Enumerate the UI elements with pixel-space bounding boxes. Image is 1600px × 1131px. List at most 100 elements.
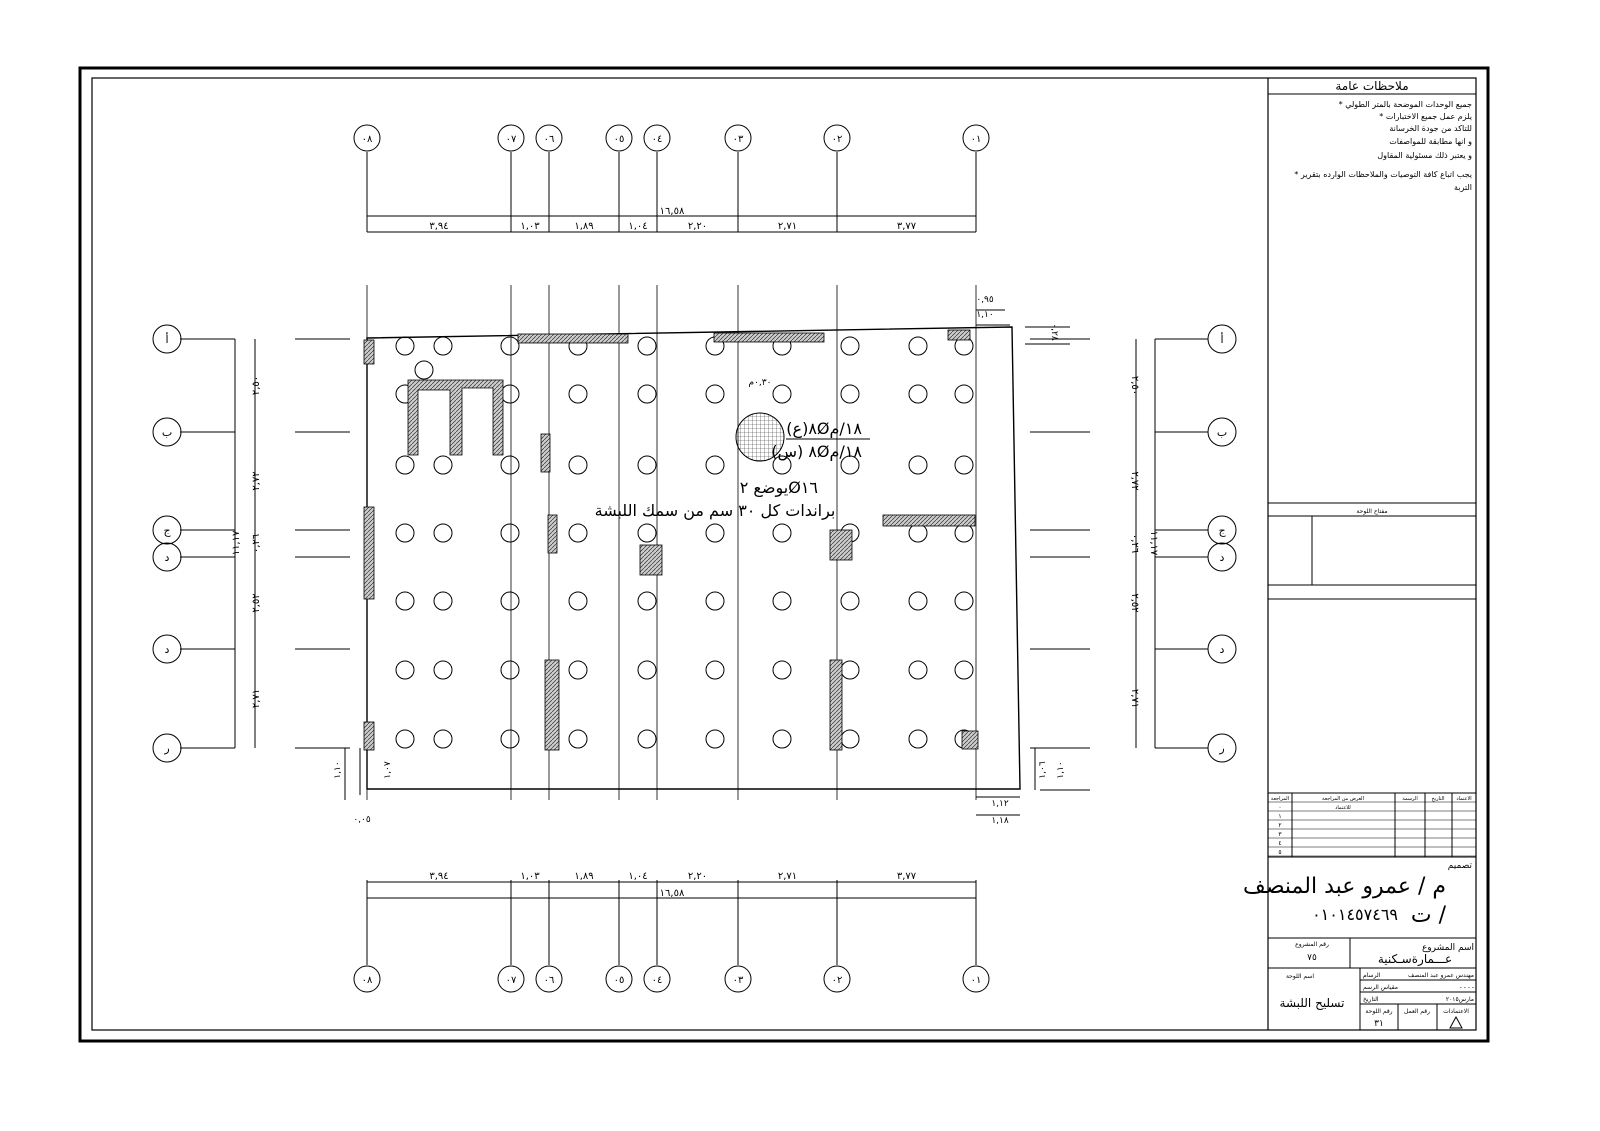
sheet-name-label: اسم اللوحة xyxy=(1286,973,1314,980)
row-label-right: د xyxy=(1220,551,1225,564)
top-rebar-label: (ع)٨Ø١٨/م xyxy=(786,419,862,439)
grid-bubble xyxy=(643,124,671,152)
wall-core xyxy=(713,332,825,343)
dimension-segment: ٣,٧٧ xyxy=(897,871,917,882)
pile xyxy=(705,384,725,404)
wall-core xyxy=(961,730,979,750)
grid-bubble xyxy=(152,542,182,572)
pile xyxy=(954,384,974,404)
chairs-label: براندات كل ٣٠ سم من سمك اللبشة xyxy=(595,501,836,521)
wall-core xyxy=(947,329,971,341)
revision-header: الاعتماد xyxy=(1456,796,1471,802)
grid-bubble xyxy=(823,124,851,152)
row-label-left: ر xyxy=(163,742,169,755)
pile xyxy=(414,360,434,380)
pile xyxy=(500,336,520,356)
section-cut-symbol xyxy=(735,412,785,462)
grid-bubble xyxy=(962,124,990,152)
dimension-segment: ٢,٥٢ xyxy=(1129,593,1140,612)
pile xyxy=(840,384,860,404)
dimension-segment: ٢,٥٠ xyxy=(1129,376,1140,395)
pile xyxy=(772,660,792,680)
dimension-segment: ١,٠٣ xyxy=(520,871,540,882)
notes-title: ملاحظات عامة xyxy=(1335,79,1408,93)
column-label-bottom: ٠٦ xyxy=(544,975,555,986)
design-block: تصميم م / عمرو عبد المنصف ت / ٠١٠١٤٥٧٤٦٩… xyxy=(1243,856,1476,1030)
grid-bubble xyxy=(605,965,633,993)
pile xyxy=(433,660,453,680)
grid-bubble xyxy=(1207,515,1237,545)
grid-bubble xyxy=(152,417,182,447)
pile xyxy=(840,660,860,680)
pile xyxy=(395,591,415,611)
pile xyxy=(637,455,657,475)
misc-dimension: ١,١٠ xyxy=(333,761,343,778)
elevator-core-walls xyxy=(407,379,504,456)
column-label-top: ٠٣ xyxy=(733,134,744,145)
pile xyxy=(500,729,520,749)
misc-dimension: ٠,٠٥ xyxy=(353,815,371,825)
pile xyxy=(840,455,860,475)
bottom-rebar-label: (س) ٨Ø١٨/م xyxy=(771,442,862,461)
pile xyxy=(395,660,415,680)
note-line: * جميع الوحدات الموضحة بالمتر الطولي xyxy=(1339,100,1472,109)
revision-header: الرسمة xyxy=(1402,796,1417,802)
date-label: التاريخ xyxy=(1363,996,1379,1003)
grid-bubble xyxy=(1207,324,1237,354)
note-line: * يجب اتباع كافة التوصيات والملاحظات الو… xyxy=(1294,170,1472,179)
grid-bubble xyxy=(497,965,525,993)
pile xyxy=(772,591,792,611)
row-label-right: د xyxy=(1220,643,1225,656)
project-number: ٧٥ xyxy=(1307,953,1317,963)
pile xyxy=(568,455,588,475)
pile xyxy=(908,591,928,611)
note-line: و انها مطابقة للمواصفات xyxy=(1389,137,1472,146)
row-label-right: أ xyxy=(1220,332,1223,346)
project-number-label: رقم المشروع xyxy=(1295,941,1329,948)
dimension-segment: ٢,٧١ xyxy=(251,689,262,708)
key-plan-title: مفتاح اللوحة xyxy=(1356,508,1387,515)
pile xyxy=(395,729,415,749)
dimension-segment: ٢,٧١ xyxy=(1129,689,1140,708)
grid-bubble xyxy=(1207,634,1237,664)
column-label-bottom: ٠٥ xyxy=(614,975,625,986)
dimension-segment: ٢,٥٢ xyxy=(251,593,262,612)
pile xyxy=(568,729,588,749)
dimension-segment: ١,٨٩ xyxy=(574,221,593,232)
grid-bubble xyxy=(605,124,633,152)
wall-core xyxy=(517,333,629,344)
dimension-total: ١١,١٧ xyxy=(1148,531,1159,556)
pile xyxy=(568,523,588,543)
pile xyxy=(840,591,860,611)
revision-number: ٥ xyxy=(1278,849,1281,856)
dimension-total: ١٦,٥٨ xyxy=(660,888,685,899)
pile xyxy=(908,384,928,404)
pile xyxy=(840,336,860,356)
dimension-segment: ٠,٢٦ xyxy=(1129,534,1140,553)
pile xyxy=(637,660,657,680)
pile xyxy=(772,729,792,749)
grid-bubble xyxy=(353,965,381,993)
dimension-segment: ٢,٢٠ xyxy=(688,871,707,882)
revision-header: التاريخ xyxy=(1432,796,1445,802)
pile xyxy=(705,455,725,475)
phone-number: ٠١٠١٤٥٧٤٦٩ xyxy=(1312,905,1398,924)
wall-core xyxy=(540,433,551,473)
scale-label: مقياس الرسم xyxy=(1363,984,1398,991)
extra-bars-label: يوضع ٢Ø١٦ xyxy=(740,478,818,498)
dimension-segment: ٣,٩٤ xyxy=(429,871,448,882)
pile xyxy=(568,591,588,611)
wall-core xyxy=(363,721,375,751)
pile xyxy=(954,591,974,611)
row-label-right: ج xyxy=(1218,524,1226,537)
approval-label: الاعتمادات xyxy=(1443,1008,1469,1015)
wall-core xyxy=(829,529,853,561)
pile xyxy=(395,336,415,356)
drawer-label: الرسام xyxy=(1363,972,1381,979)
column-label-top: ٠٨ xyxy=(362,134,373,145)
dimension-total: ١٦,٥٨ xyxy=(660,206,685,217)
dimension-segment: ٢,٧١ xyxy=(778,871,797,882)
sheet-border xyxy=(78,66,1490,1043)
